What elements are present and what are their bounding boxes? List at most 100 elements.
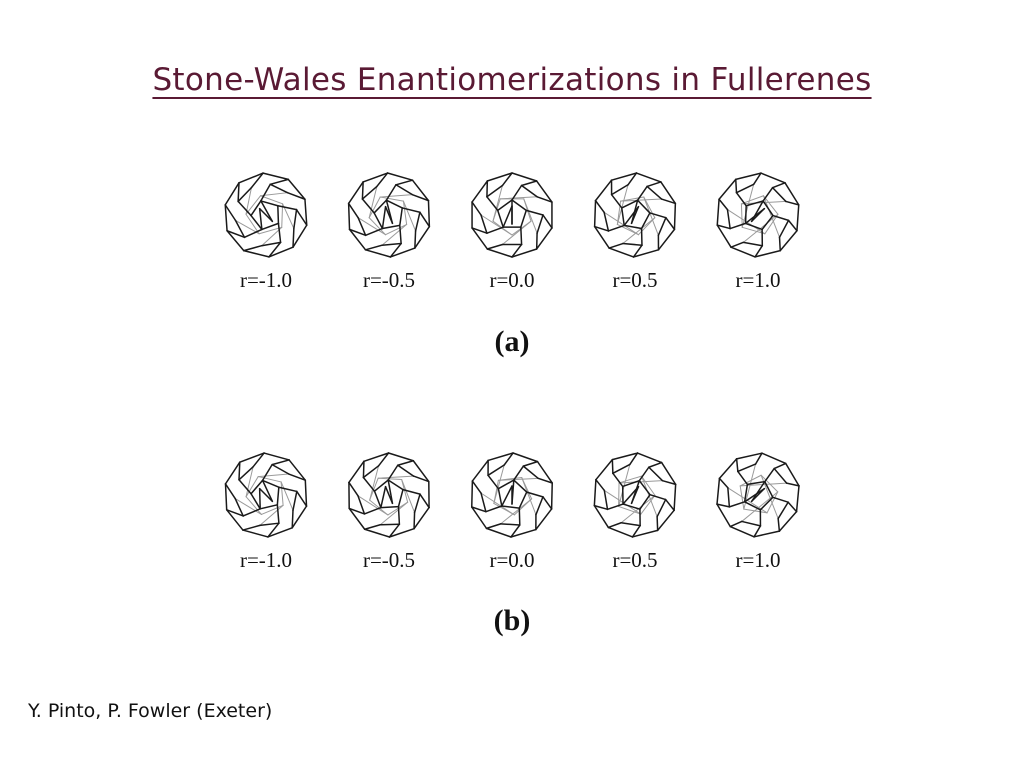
hidden-bond — [368, 196, 381, 219]
bond — [753, 525, 762, 538]
hidden-bond — [622, 217, 656, 245]
bond — [347, 202, 359, 219]
bond — [772, 214, 790, 222]
bond — [363, 523, 381, 530]
bond — [743, 501, 762, 511]
bond — [268, 241, 282, 258]
bond — [777, 501, 789, 520]
bond — [413, 506, 430, 530]
hidden-bond — [739, 485, 745, 510]
bond — [525, 209, 544, 216]
bond — [385, 199, 403, 209]
bond — [595, 478, 606, 492]
bond — [550, 482, 553, 510]
bond — [380, 485, 387, 509]
bond — [735, 191, 747, 207]
bond — [513, 479, 528, 493]
hidden-bond — [740, 195, 764, 205]
fullerene-drawing — [593, 452, 677, 538]
bond — [746, 480, 766, 486]
bond — [267, 527, 293, 538]
panel-label-b: (b) — [493, 604, 531, 637]
bond — [277, 222, 282, 244]
bond — [771, 186, 787, 203]
bond — [771, 182, 786, 189]
bond — [503, 452, 514, 466]
bond — [399, 207, 403, 227]
bond — [480, 214, 488, 234]
bond — [594, 179, 613, 202]
bond — [385, 199, 394, 225]
bond — [649, 493, 667, 501]
bond — [778, 236, 781, 252]
bond — [276, 504, 280, 524]
bond — [536, 460, 553, 484]
bond — [397, 460, 415, 467]
bond — [535, 508, 553, 531]
bond — [292, 224, 308, 248]
bond — [250, 200, 262, 217]
bond — [778, 510, 798, 532]
bond — [277, 205, 280, 225]
bond — [737, 470, 749, 486]
bond — [639, 493, 651, 510]
bond — [594, 199, 605, 214]
bond — [522, 460, 539, 467]
bond — [593, 478, 597, 507]
hidden-bond — [257, 473, 290, 478]
bond — [471, 480, 474, 508]
bond — [638, 466, 650, 482]
hidden-bond — [480, 214, 513, 236]
bond — [373, 479, 389, 492]
bond — [487, 464, 505, 477]
bond — [656, 509, 675, 532]
bond — [388, 523, 401, 538]
bond — [224, 483, 228, 511]
bond — [499, 523, 521, 526]
bond — [661, 479, 677, 486]
bond — [226, 229, 245, 252]
bond — [542, 496, 553, 510]
bond — [773, 467, 788, 484]
hidden-bond — [260, 192, 289, 197]
bond — [525, 491, 544, 498]
bond — [741, 520, 762, 527]
bond — [744, 207, 766, 225]
bond — [377, 452, 390, 467]
fullerene-drawing — [716, 172, 800, 258]
bond — [595, 458, 614, 481]
hidden-bond — [641, 475, 656, 496]
bond — [486, 172, 513, 182]
bond — [269, 183, 289, 194]
bond — [250, 492, 261, 510]
bond — [718, 458, 738, 480]
bond — [593, 225, 610, 249]
bond — [261, 479, 274, 503]
bond — [522, 465, 539, 480]
bond — [622, 242, 643, 246]
bond — [648, 461, 663, 468]
bond — [288, 473, 307, 481]
bond — [242, 524, 261, 531]
hidden-bond — [766, 491, 779, 514]
bond — [487, 474, 500, 490]
bond — [348, 507, 366, 515]
bond — [381, 242, 402, 246]
bond — [224, 204, 237, 222]
bond — [348, 228, 367, 251]
bond — [226, 229, 246, 239]
hidden-bond — [741, 226, 766, 235]
bond — [610, 172, 638, 181]
bond — [621, 207, 625, 227]
bond — [362, 172, 389, 183]
bond — [735, 183, 755, 194]
bond — [620, 522, 641, 527]
bond — [357, 216, 367, 237]
bond — [363, 506, 382, 515]
bond — [269, 178, 289, 186]
hidden-bond — [234, 498, 262, 515]
bond — [730, 246, 756, 258]
bond — [364, 249, 392, 258]
bond — [754, 452, 763, 465]
bond — [649, 212, 667, 219]
